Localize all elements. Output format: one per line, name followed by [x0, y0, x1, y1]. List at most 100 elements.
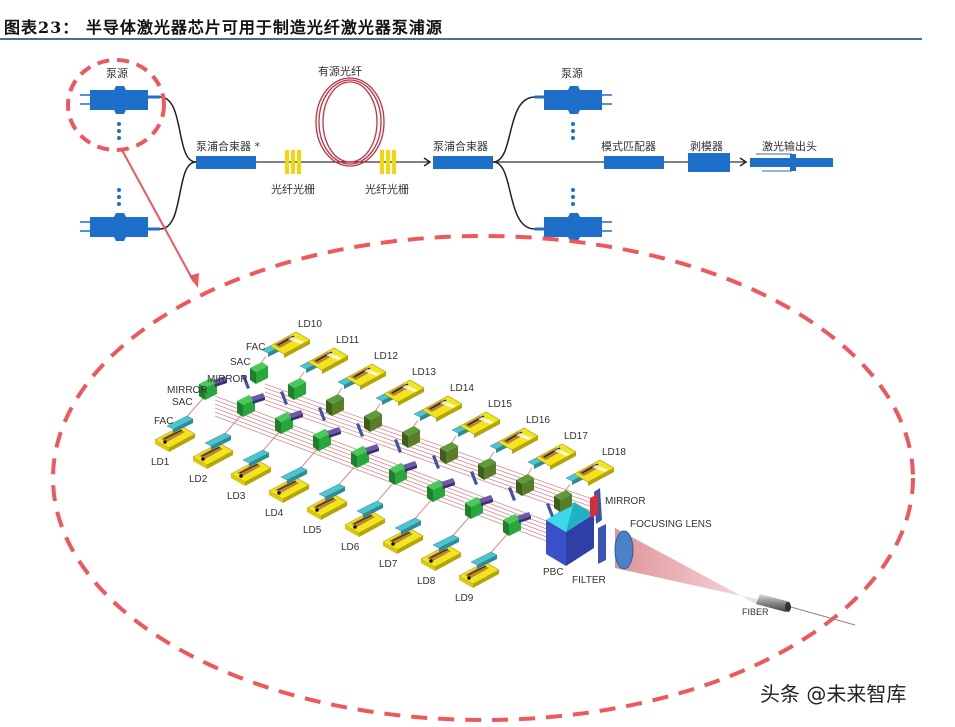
ld-label: LD7: [379, 559, 398, 570]
ld-unit-lower: LD6: [341, 461, 417, 553]
figure-title: 图表23： 半导体激光器芯片可用于制造光纤激光器泵浦源: [4, 18, 443, 37]
sac-lens: [478, 458, 496, 480]
turning-mirror: [251, 393, 265, 404]
active-fiber-coil: [315, 77, 385, 167]
mirror-right-label: MIRROR: [605, 496, 646, 507]
mirror-right-reflection: [590, 494, 598, 518]
highlight-ellipse-module: [51, 234, 915, 722]
sac-lens: [440, 442, 458, 464]
sac-upper-label: SAC: [230, 357, 251, 368]
fiber-grating-right-label: 光纤光栅: [365, 182, 409, 196]
ld-unit-upper: LD14: [394, 383, 474, 453]
ld-label: LD9: [455, 593, 474, 604]
fiber-grating-left-label: 光纤光栅: [271, 182, 315, 196]
fiber-grating-right: [380, 150, 396, 174]
pump-combiner-left: [196, 156, 256, 169]
ld-unit-lower: LD8: [417, 495, 493, 587]
ld-unit-lower: LD3: [227, 410, 303, 502]
ld-label: LD17: [564, 431, 588, 442]
ld-unit-upper: LD15: [432, 399, 512, 469]
output-arrow-icon: [739, 157, 748, 167]
pump-source-right-bottom: [535, 213, 612, 241]
fiber-lead-right-bottom: [492, 161, 536, 230]
laser-diode-chip: [383, 379, 425, 407]
sac-lens: [250, 362, 268, 384]
fiber-grating-left: [285, 150, 301, 174]
ld-label: LD3: [227, 491, 246, 502]
ld-label: LD6: [341, 542, 360, 553]
fiber-lead-left-bottom: [159, 161, 197, 230]
focusing-lens-label: FOCUSING LENS: [630, 519, 712, 530]
fiber-lead-left-top: [159, 96, 197, 163]
ld-unit-lower: LD2: [189, 393, 265, 485]
ld-label: LD13: [412, 367, 436, 378]
pump-combiner-right: [433, 156, 493, 169]
ld-label: LD8: [417, 576, 436, 587]
pump-source-left-bottom: [80, 213, 160, 241]
laser-output-head-label: 激光输出头: [762, 139, 817, 153]
ld-unit-upper: LD12: [318, 351, 398, 421]
mode-matcher-label: 模式匹配器: [601, 140, 656, 153]
fiber-arrow-icon: [423, 157, 432, 167]
fac-lower-label: FAC: [154, 416, 173, 427]
active-fiber-label: 有源光纤: [318, 64, 362, 78]
ld-label: LD4: [265, 508, 284, 519]
title-rule: [0, 38, 922, 40]
turning-mirror: [508, 487, 516, 501]
fiber-laser-schematic: 泵源 泵浦合束器 * 光纤光栅: [80, 64, 833, 241]
ld-label: LD5: [303, 525, 322, 536]
ld-label: LD14: [450, 383, 474, 394]
fiber-label: FIBER: [742, 607, 769, 617]
pump-source-left-top: [80, 86, 160, 114]
pump-source-left-label: 泵源: [106, 66, 128, 80]
ld-label: LD1: [151, 457, 170, 468]
ld-label: LD18: [602, 447, 626, 458]
ld-unit-upper: LD16: [470, 415, 550, 485]
watermark: 头条 @未来智库: [760, 682, 907, 706]
ld-label: LD16: [526, 415, 550, 426]
pump-source-right-label: 泵源: [561, 66, 583, 80]
ld-label: LD11: [336, 335, 360, 346]
turning-mirror: [517, 512, 531, 523]
ld-unit-lower: LD9: [455, 512, 531, 604]
zoom-pointer-line: [121, 149, 195, 283]
sac-lens: [364, 410, 382, 432]
pbc-label: PBC: [543, 567, 564, 578]
mirror-upper-label: MIRROR: [207, 374, 248, 385]
turning-mirror: [441, 478, 455, 489]
ld-label: LD15: [488, 399, 512, 410]
mode-stripper: [688, 153, 730, 172]
laser-diode-chip: [573, 459, 615, 487]
pump-combiner-left-label: 泵浦合束器 *: [196, 139, 260, 153]
ld-unit-lower: LD1: [151, 376, 227, 468]
highlight-circle-pump: [66, 58, 166, 152]
laser-diode-chip: [497, 427, 539, 455]
ellipsis-dots-right-lower: [571, 188, 575, 206]
fiber-lead-right-top: [492, 96, 536, 163]
ld-unit-upper: LD11: [280, 335, 360, 405]
laser-diode-chip: [345, 363, 387, 391]
ellipsis-dots-left-upper: [117, 122, 121, 140]
ld-label: LD10: [298, 319, 322, 330]
filter-label: FILTER: [572, 575, 606, 586]
laser-output-head: [750, 153, 833, 172]
ld-unit-lower: LD7: [379, 478, 455, 570]
zoom-pointer-arrowhead-icon: [189, 273, 199, 288]
ld-unit-upper: LD18: [546, 447, 626, 517]
turning-mirror: [403, 461, 417, 472]
sac-lens: [326, 394, 344, 416]
mode-stripper-label: 剥模器: [690, 140, 723, 153]
mirror-lower-label: MIRROR: [167, 385, 208, 396]
filter-plate: [598, 524, 606, 564]
laser-diode-chip: [269, 331, 311, 359]
sac-lower-label: SAC: [172, 397, 193, 408]
laser-diode-chip: [535, 443, 577, 471]
ld-label: LD12: [374, 351, 398, 362]
output-fiber: [756, 594, 856, 626]
ellipsis-dots-left-lower: [117, 188, 121, 206]
focused-beam-cone: [615, 528, 760, 606]
ld-unit-upper: LD13: [356, 367, 436, 437]
